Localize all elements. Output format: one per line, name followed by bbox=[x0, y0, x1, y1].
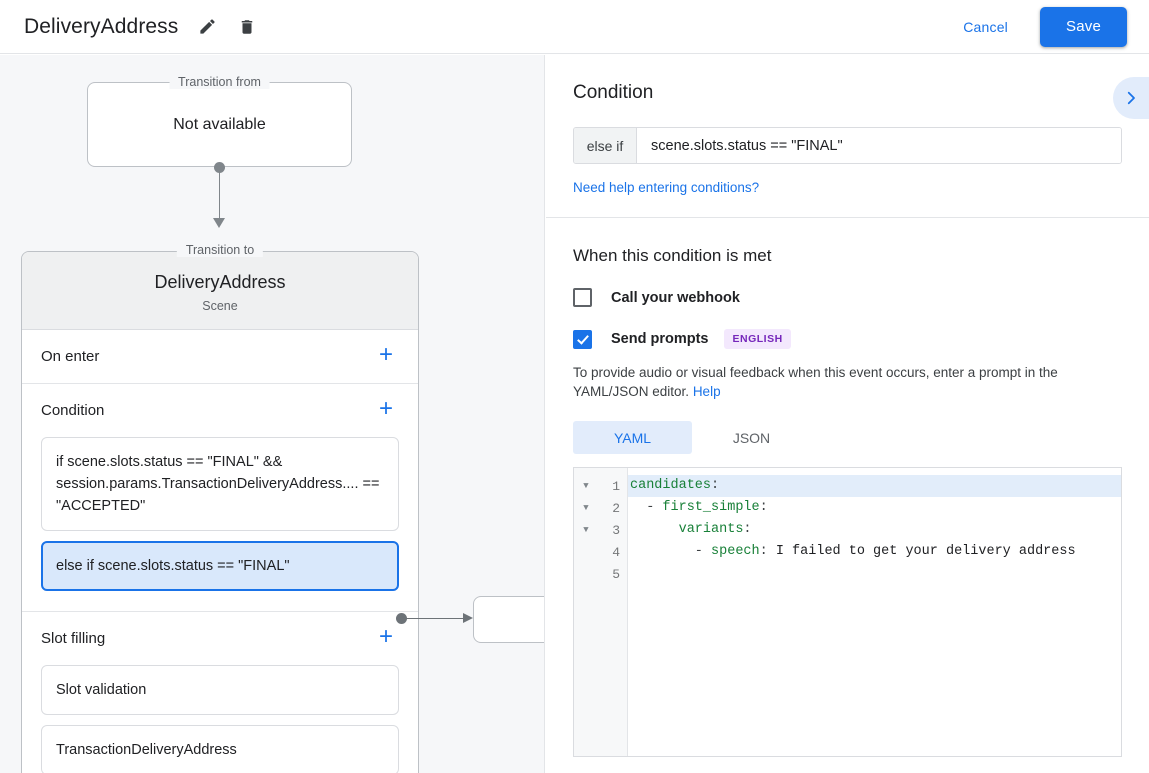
slot-filling-item[interactable]: Slot validation bbox=[41, 665, 399, 715]
editor-format-tabs: YAML JSON bbox=[573, 421, 1122, 454]
trash-icon[interactable] bbox=[230, 10, 264, 44]
call-webhook-label: Call your webhook bbox=[611, 289, 740, 306]
page-title: DeliveryAddress bbox=[24, 14, 179, 38]
outgoing-edge-dot bbox=[396, 613, 407, 624]
section-title-slot-filling: Slot filling bbox=[41, 630, 106, 647]
transition-from-legend: Transition from bbox=[169, 75, 270, 89]
outgoing-edge-arrowhead bbox=[463, 613, 473, 623]
transition-from-box[interactable]: Transition from Not available bbox=[87, 75, 352, 167]
need-help-link[interactable]: Need help entering conditions? bbox=[573, 180, 760, 195]
pencil-icon[interactable] bbox=[190, 10, 224, 44]
transition-target-node[interactable] bbox=[473, 596, 544, 643]
pencil-icon-glyph bbox=[200, 19, 215, 34]
when-condition-met-title: When this condition is met bbox=[573, 246, 772, 265]
code-line[interactable]: - first_simple: bbox=[628, 497, 1121, 519]
code-token: I failed to get your delivery address bbox=[767, 544, 1076, 559]
chevron-right-icon-glyph bbox=[1127, 91, 1135, 105]
code-token: - bbox=[630, 544, 712, 559]
add-condition-button[interactable]: + bbox=[373, 397, 399, 424]
fold-triangle-icon[interactable]: ▼ bbox=[583, 503, 589, 513]
section-slot-filling: Slot filling + Slot validation Transacti… bbox=[22, 612, 418, 773]
code-token: - bbox=[630, 500, 663, 515]
transition-from-value: Not available bbox=[173, 115, 266, 133]
line-number: 4 bbox=[612, 544, 620, 560]
top-app-bar: DeliveryAddress Cancel Save bbox=[0, 0, 1149, 54]
gutter-row: ▼2 bbox=[574, 497, 627, 519]
code-token: candidates bbox=[630, 478, 712, 493]
gutter-row: 5 bbox=[574, 563, 627, 585]
scene-name: DeliveryAddress bbox=[154, 272, 286, 292]
add-on-enter-button[interactable]: + bbox=[373, 343, 399, 370]
code-line[interactable]: candidates: bbox=[628, 475, 1121, 497]
section-title-on-enter: On enter bbox=[41, 348, 100, 365]
send-prompts-row[interactable]: Send prompts ENGLISH bbox=[573, 329, 1122, 349]
connector-arrowhead bbox=[213, 218, 225, 228]
details-panel: Condition else if Need help entering con… bbox=[546, 55, 1149, 773]
section-header: On enter + bbox=[41, 330, 399, 383]
panel-divider bbox=[546, 217, 1149, 218]
fold-triangle-icon[interactable]: ▼ bbox=[583, 481, 589, 491]
transition-to-card: DeliveryAddress Scene On enter + Conditi… bbox=[21, 251, 419, 773]
send-prompts-checkbox[interactable] bbox=[573, 329, 592, 349]
code-token bbox=[630, 522, 679, 537]
gutter-row: ▼1 bbox=[574, 475, 627, 497]
trash-icon-glyph bbox=[242, 19, 253, 34]
prompts-description: To provide audio or visual feedback when… bbox=[573, 363, 1122, 401]
code-line[interactable] bbox=[628, 563, 1121, 585]
code-line[interactable]: - speech: I failed to get your delivery … bbox=[628, 541, 1121, 563]
fold-triangle-icon[interactable]: ▼ bbox=[583, 525, 589, 535]
code-token: : bbox=[743, 522, 752, 537]
condition-item-selected[interactable]: else if scene.slots.status == "FINAL" bbox=[41, 541, 399, 591]
transition-to-legend: Transition to bbox=[176, 243, 264, 257]
code-token: speech bbox=[711, 544, 760, 559]
section-condition: Condition + if scene.slots.status == "FI… bbox=[22, 384, 418, 612]
panel-title: Condition bbox=[573, 82, 654, 103]
code-token: : bbox=[759, 544, 768, 559]
call-webhook-checkbox[interactable] bbox=[573, 288, 592, 307]
scene-header: DeliveryAddress Scene bbox=[22, 252, 418, 330]
save-button[interactable]: Save bbox=[1040, 6, 1127, 47]
condition-editor-row: else if bbox=[573, 127, 1122, 164]
code-token: : bbox=[759, 500, 768, 515]
code-token: : bbox=[711, 478, 720, 493]
slot-filling-list: Slot validation TransactionDeliveryAddre… bbox=[41, 665, 399, 773]
add-slot-filling-button[interactable]: + bbox=[373, 625, 399, 652]
section-header: Slot filling + bbox=[41, 612, 399, 665]
condition-input[interactable] bbox=[637, 128, 1121, 163]
gutter-row: 4 bbox=[574, 541, 627, 563]
cancel-button[interactable]: Cancel bbox=[949, 10, 1022, 44]
outgoing-edge-line bbox=[405, 618, 465, 619]
help-link[interactable]: Help bbox=[692, 384, 721, 399]
connector-line bbox=[219, 167, 220, 223]
flow-canvas: Transition from Not available Transition… bbox=[0, 55, 545, 773]
slot-filling-item[interactable]: TransactionDeliveryAddress bbox=[41, 725, 399, 773]
line-number: 1 bbox=[612, 478, 620, 494]
gutter-row: ▼3 bbox=[574, 519, 627, 541]
section-on-enter: On enter + bbox=[22, 330, 418, 384]
line-number: 2 bbox=[612, 500, 620, 516]
tab-yaml[interactable]: YAML bbox=[573, 421, 692, 454]
chevron-right-icon[interactable] bbox=[1113, 77, 1149, 119]
prompts-description-text: To provide audio or visual feedback when… bbox=[573, 365, 1058, 399]
when-condition-met-section: When this condition is met Call your web… bbox=[546, 218, 1149, 757]
language-badge: ENGLISH bbox=[724, 329, 791, 349]
webhook-row[interactable]: Call your webhook bbox=[573, 288, 1122, 307]
line-number: 5 bbox=[612, 566, 620, 582]
condition-prefix: else if bbox=[574, 128, 637, 163]
condition-section: Condition else if Need help entering con… bbox=[546, 55, 1149, 217]
scene-type: Scene bbox=[202, 299, 238, 313]
editor-code-area[interactable]: candidates: - first_simple: variants: - … bbox=[628, 468, 1121, 756]
condition-list: if scene.slots.status == "FINAL" && sess… bbox=[41, 437, 399, 611]
section-header: Condition + bbox=[41, 384, 399, 437]
section-title-condition: Condition bbox=[41, 402, 105, 419]
code-token: first_simple bbox=[662, 500, 760, 515]
line-number: 3 bbox=[612, 522, 620, 538]
send-prompts-label: Send prompts bbox=[611, 331, 709, 347]
tab-json[interactable]: JSON bbox=[732, 429, 771, 446]
code-line[interactable]: variants: bbox=[628, 519, 1121, 541]
code-token: variants bbox=[678, 522, 744, 537]
condition-item[interactable]: if scene.slots.status == "FINAL" && sess… bbox=[41, 437, 399, 531]
